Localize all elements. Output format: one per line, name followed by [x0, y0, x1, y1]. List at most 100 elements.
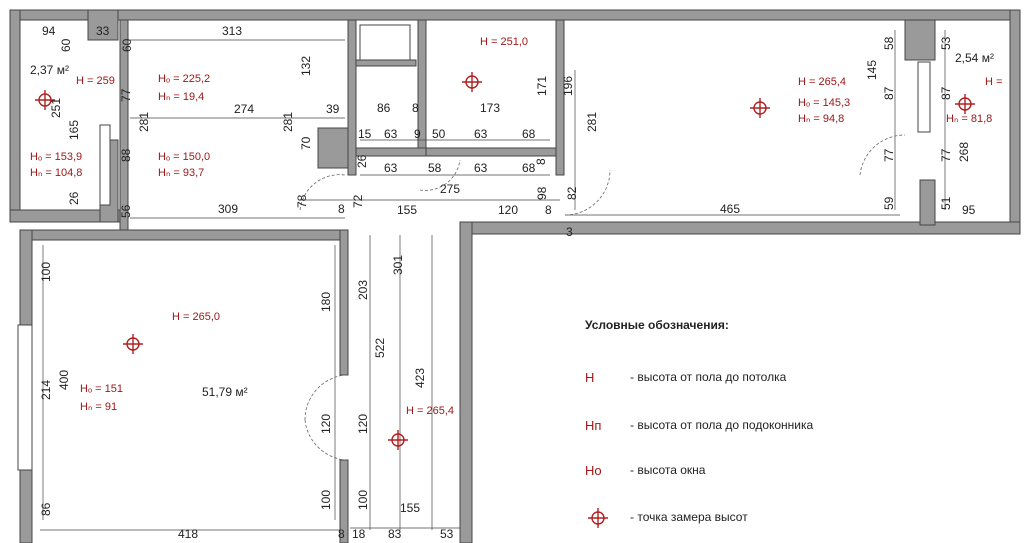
- dimension-label: 8: [412, 101, 419, 115]
- doors: [299, 134, 906, 461]
- window-sill-label: Hₙ = 93,7: [158, 167, 204, 179]
- dimension-label: 77: [119, 88, 133, 102]
- dimension-label: 60: [120, 38, 134, 52]
- dimension-lines: [40, 30, 946, 531]
- dimension-label: 132: [299, 56, 313, 76]
- window-height-label: Hₒ = 153,9: [30, 151, 82, 163]
- legend-symbol: H: [585, 370, 595, 385]
- window-height-label: Hₒ = 151: [80, 383, 123, 395]
- legend-symbol: Hп: [585, 418, 602, 433]
- dimension-label: 26: [355, 154, 369, 168]
- measurement-point-icon: [123, 334, 143, 354]
- measurement-point-icon: [955, 94, 975, 114]
- ceiling-height-label: H =: [985, 76, 1002, 88]
- ceiling-height-label: H = 265,4: [406, 405, 454, 417]
- dimension-label: 8: [534, 158, 548, 165]
- dimension-label: 58: [428, 161, 442, 175]
- dimension-label: 155: [397, 203, 417, 217]
- dimension-label: 15: [358, 127, 372, 141]
- dimension-label: 313: [222, 24, 242, 38]
- ceiling-height-label: H = 251,0: [480, 36, 528, 48]
- dimension-label: 56: [119, 204, 133, 218]
- dimension-label: 9: [414, 127, 421, 141]
- dimension-label: 60: [59, 38, 73, 52]
- legend-symbol: Ho: [585, 463, 602, 478]
- dimension-label: 63: [384, 161, 398, 175]
- window-labels: Hₒ = 153,9 Hₙ = 104,8 Hₒ = 225,2 Hₙ = 19…: [30, 73, 992, 413]
- dimension-label: 120: [498, 203, 518, 217]
- dimension-label: 33: [96, 24, 110, 38]
- legend-text: - высота от пола до потолка: [630, 370, 787, 384]
- dimension-label: 465: [720, 202, 740, 216]
- dimension-label: 400: [57, 370, 71, 390]
- window-sill-label: Hₙ = 19,4: [158, 91, 204, 103]
- dimension-label: 98: [535, 186, 549, 200]
- dimension-label: 203: [356, 280, 370, 300]
- dimension-label: 301: [391, 255, 405, 275]
- dimension-label: 268: [957, 142, 971, 162]
- dimension-label: 26: [67, 191, 81, 205]
- legend-text: - высота от пола до подоконника: [630, 418, 814, 432]
- dimension-label: 68: [522, 161, 536, 175]
- dimension-label: 165: [67, 120, 81, 140]
- dimension-label: 82: [565, 186, 579, 200]
- dimension-label: 281: [137, 112, 151, 132]
- dimension-label: 59: [882, 196, 896, 210]
- dimension-label: 281: [281, 112, 295, 132]
- dimension-label: 309: [218, 202, 238, 216]
- dimension-label: 63: [474, 127, 488, 141]
- dimension-label: 120: [356, 414, 370, 434]
- dimension-label: 86: [377, 101, 391, 115]
- ceiling-height-label: H = 265,4: [798, 76, 846, 88]
- dimension-label: 3: [566, 225, 573, 239]
- dimension-label: 8: [338, 527, 345, 541]
- legend: Условные обозначения: H - высота от пола…: [585, 318, 1005, 524]
- measurement-point-icon: [35, 90, 55, 110]
- legend-title: Условные обозначения:: [585, 318, 729, 332]
- dimension-label: 18: [352, 527, 366, 541]
- dimension-label: 72: [351, 194, 365, 208]
- ceiling-height-label: H = 259: [76, 75, 115, 87]
- dimension-label: 39: [326, 102, 340, 116]
- measurement-point-icon: [462, 72, 482, 92]
- window-sill-label: Hₙ = 94,8: [798, 113, 844, 125]
- dimension-label: 120: [319, 414, 333, 434]
- walls: [9, 9, 1021, 543]
- dimension-label: 63: [474, 161, 488, 175]
- dimension-label: 87: [939, 86, 953, 100]
- area-label: 2,37 м²: [30, 63, 69, 77]
- measurement-points: [35, 72, 975, 528]
- dimension-label: 95: [962, 203, 976, 217]
- dimension-label: 100: [356, 490, 370, 510]
- dimension-label: 78: [295, 194, 309, 208]
- dimension-numbers: 94 33 60 313 60 77 251 165 26 88 56 281 …: [39, 24, 976, 541]
- dimension-label: 423: [413, 368, 427, 388]
- dimension-label: 88: [119, 148, 133, 162]
- ceiling-labels: H = 259 H = 251,0 H = 265,4 H = 265,0 H …: [76, 36, 1002, 417]
- dimension-label: 522: [373, 338, 387, 358]
- dimension-label: 180: [319, 292, 333, 312]
- window-sill-label: Hₙ = 91: [80, 401, 117, 413]
- dimension-label: 196: [561, 76, 575, 96]
- window-height-label: Hₒ = 145,3: [798, 97, 850, 109]
- legend-text: - высота окна: [630, 463, 706, 477]
- dimension-label: 86: [39, 502, 53, 516]
- dimension-label: 94: [42, 24, 56, 38]
- dimension-label: 53: [939, 36, 953, 50]
- dimension-label: 145: [865, 60, 879, 80]
- dimension-label: 251: [49, 98, 63, 118]
- dimension-label: 214: [39, 380, 53, 400]
- measurement-point-icon: [388, 430, 408, 450]
- dimension-label: 275: [440, 182, 460, 196]
- legend-point-icon: [588, 508, 608, 528]
- area-label: 2,54 м²: [955, 51, 994, 65]
- dimension-label: 77: [882, 148, 896, 162]
- dimension-label: 100: [319, 490, 333, 510]
- dimension-label: 100: [39, 262, 53, 282]
- dimension-label: 58: [882, 36, 896, 50]
- dimension-label: 77: [939, 148, 953, 162]
- dimension-label: 274: [234, 102, 254, 116]
- dimension-label: 87: [882, 86, 896, 100]
- legend-text: - точка замера высот: [630, 510, 748, 524]
- dimension-label: 8: [545, 203, 552, 217]
